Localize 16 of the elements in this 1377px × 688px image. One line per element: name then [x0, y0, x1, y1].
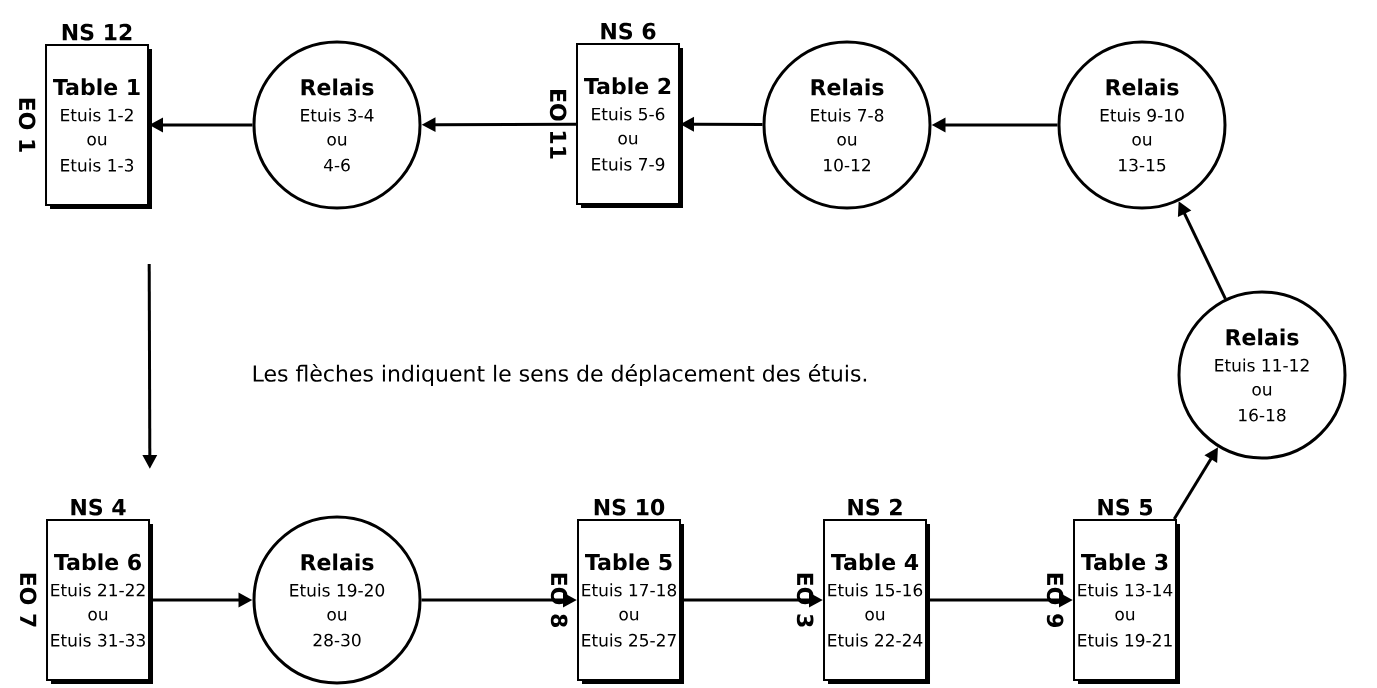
station-label: EO 7: [19, 573, 37, 627]
station-label: NS 2: [848, 498, 902, 516]
table-box: Table 1 Etuis 1-2 ou Etuis 1-3: [45, 44, 152, 209]
table-box: Table 3 Etuis 13-14 ou Etuis 19-21: [1073, 519, 1180, 684]
table-box: Table 5 Etuis 17-18 ou Etuis 25-27: [577, 519, 684, 684]
station-label: NS 12: [62, 23, 132, 41]
table-box: Table 4 Etuis 15-16 ou Etuis 22-24: [823, 519, 930, 684]
station-label: EO 11: [549, 90, 567, 159]
station-label: NS 4: [71, 498, 126, 516]
station-label: NS 5: [1098, 498, 1153, 516]
station-label: EO 1: [18, 98, 36, 152]
note-text: Les flèches indiquent le sens de déplacement des étuis.: [253, 363, 867, 387]
table-box: Table 2 Etuis 5-6 ou Etuis 7-9: [576, 43, 683, 208]
station-label: NS 6: [601, 22, 656, 40]
table-box: Table 6 Etuis 21-22 ou Etuis 31-33: [46, 519, 153, 684]
station-label: NS 10: [594, 498, 665, 516]
